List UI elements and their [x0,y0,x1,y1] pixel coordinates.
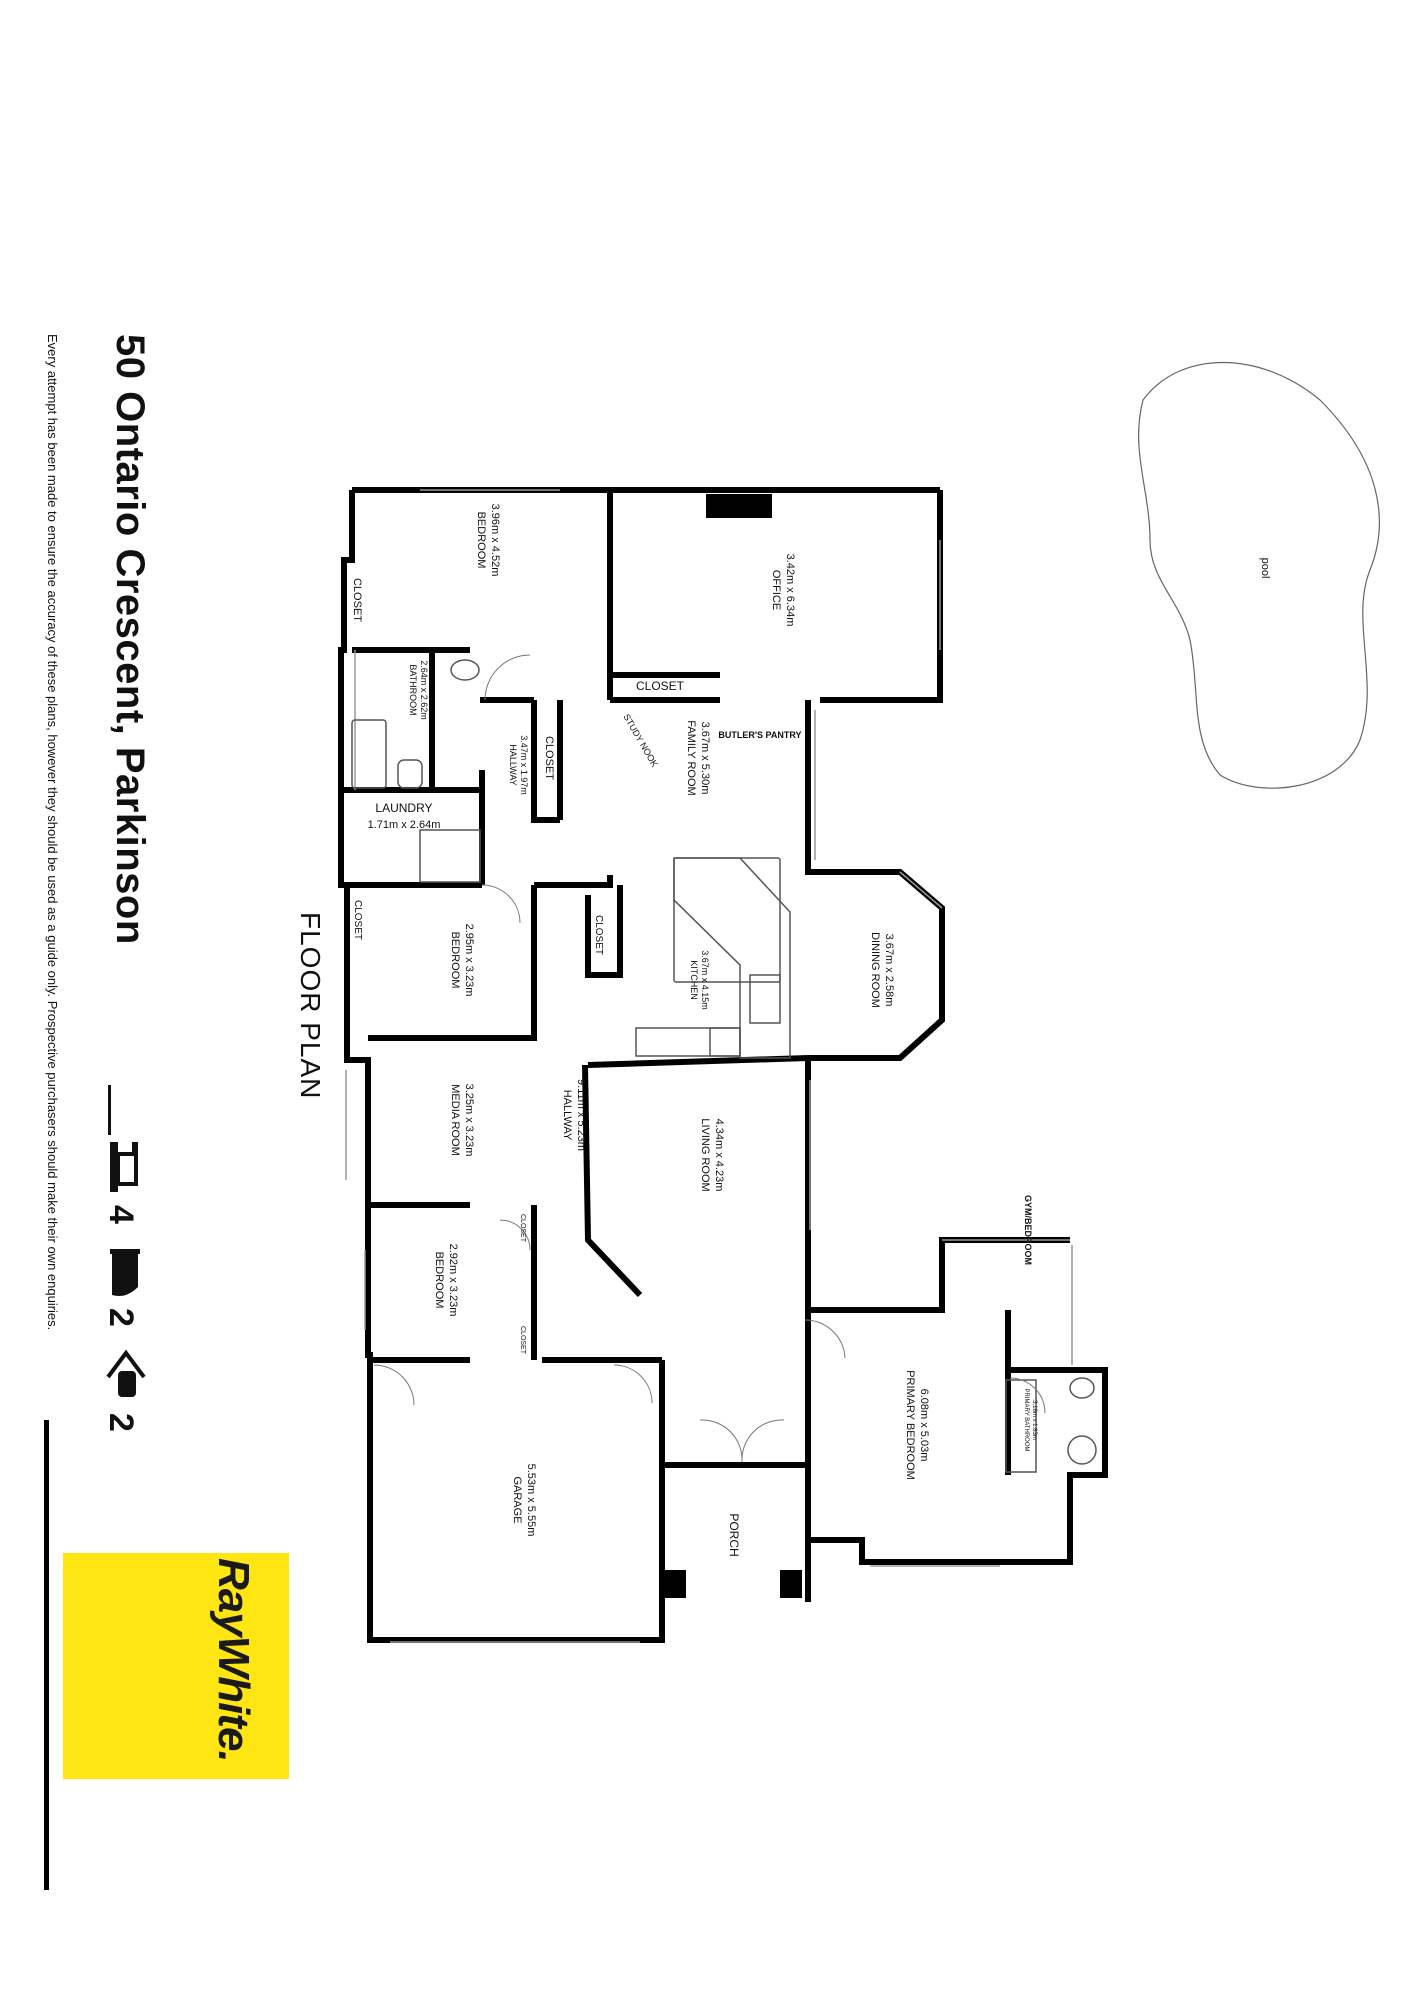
fireplace [706,494,772,518]
room-primary-bath-dims: 3.18m x 1.83m [1031,1400,1037,1440]
room-garage-name: GARAGE [511,1476,523,1523]
room-kitchen-dims: 3.67m x 4.15m [700,950,710,1010]
room-closet-office: CLOSET [636,679,685,693]
room-kitchen-name: KITCHEN [689,960,699,1000]
porch-post-left [664,1570,686,1598]
room-hallway-small-dims: 3.47m x 1.97m [519,735,529,795]
wall-living-east [805,1058,1070,1313]
room-primary-bath-name: PRIMARY BATHROOM [1023,1388,1029,1451]
car-icon [106,1349,146,1397]
room-hallway-small-name: HALLWAY [508,744,518,785]
room-bedroom-top-dims: 3.96m x 4.52m [489,504,501,577]
room-bedroom-top-name: BEDROOM [475,512,487,569]
room-living-dims: 4.34m x 4.23m [713,1119,725,1192]
room-living-name: LIVING ROOM [699,1118,711,1191]
left-divider [44,1420,49,1890]
wall-porch [662,1462,811,1602]
room-closet-a: CLOSET [519,1214,526,1243]
room-bedroom-mid-name: BEDROOM [449,932,461,989]
room-primary-bedroom-name: PRIMARY BEDROOM [904,1370,916,1480]
room-porch: PORCH [727,1513,741,1556]
room-bedroom-mid-dims: 2.95m x 3.23m [463,924,475,997]
title-underline [108,1085,111,1135]
bed-icon [110,1142,138,1192]
pool-label: pool [1259,558,1271,579]
room-laundry-dims: 1.71m x 2.64m [368,819,441,831]
room-media-name: MEDIA ROOM [449,1084,461,1156]
wall-primary [805,1310,1108,1565]
room-hallway-long-dims: 9.11m x 5.23m [575,1079,587,1151]
porch-post-right [780,1570,802,1598]
room-family-dims: 3.67m x 5.30m [699,722,711,795]
room-closet-top-left: CLOSET [351,578,363,622]
room-closet-kitchen: CLOSET [593,915,604,955]
raywhite-logo: RayWhite. [63,1553,289,1779]
room-study-nook: STUDY NOOK [621,712,659,768]
wall-north [338,490,665,1643]
wall-office-east [820,490,943,703]
room-bathroom-name: BATHROOM [408,664,418,715]
pool-outline [1138,362,1380,789]
room-butlers-pantry: BUTLER'S PANTRY [718,730,801,740]
room-primary-bedroom-dims: 6.08m x 5.03m [918,1389,930,1462]
room-family-name: FAMILY ROOM [685,720,697,795]
room-closet-hall: CLOSET [543,736,555,780]
room-bathroom-dims: 2.64m x 2.62m [419,660,429,720]
room-office-name: OFFICE [770,570,782,610]
room-dining-dims: 3.67m x 2.58m [883,934,895,1007]
room-closet-b: CLOSET [519,1326,526,1355]
room-bedroom-low-name: BEDROOM [433,1252,445,1309]
room-closet-left: CLOSET [352,900,363,940]
room-office-dims: 3.42m x 6.34m [784,554,796,627]
room-laundry-name: LAUNDRY [375,801,432,815]
room-garage-dims: 5.53m x 5.55m [525,1464,537,1537]
bath-icon [110,1249,140,1296]
room-dining-name: DINING ROOM [869,932,881,1008]
room-gym: GYM/BEDROOM [1023,1195,1033,1265]
room-hallway-long-name: HALLWAY [561,1090,573,1141]
room-bedroom-low-dims: 2.92m x 3.23m [447,1244,459,1317]
room-media-dims: 3.25m x 3.23m [463,1084,475,1157]
